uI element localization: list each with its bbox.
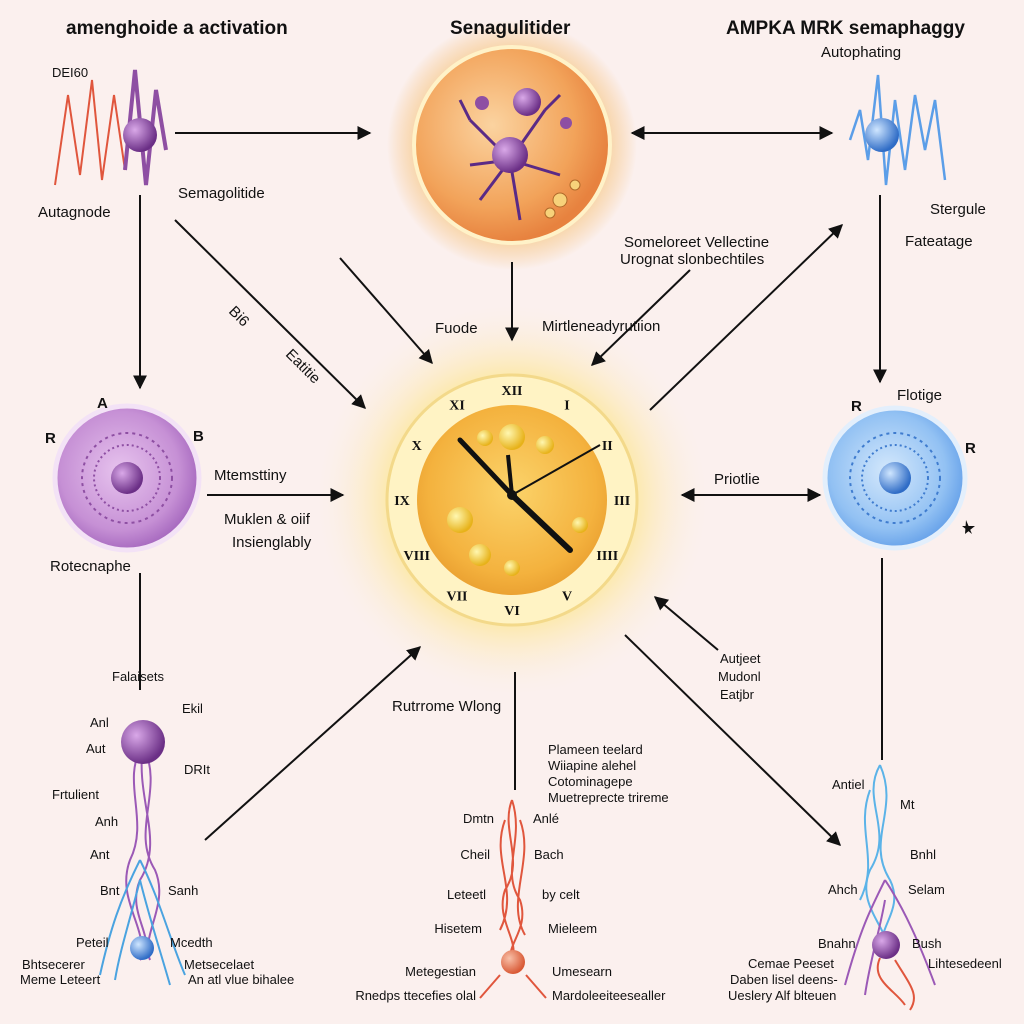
bottom-right-neuron [844, 764, 936, 1011]
bl-right-6: An atl vlue bihalee [188, 972, 295, 987]
br-right-3: Selam [908, 882, 945, 897]
arrows [133, 126, 887, 846]
top-right-signal-icon [848, 74, 947, 186]
bottom-center-title: Rutrrome Wlong [392, 698, 502, 715]
clock-numeral: VIII [403, 549, 429, 564]
bc-left-5: Metegestian [405, 964, 476, 979]
bc-right-4: Mieleem [548, 921, 598, 936]
br-right-1: Mt [900, 797, 915, 812]
top-center-cell [387, 20, 637, 270]
center-mid-label: Mirtleneadyrutiion [542, 318, 661, 335]
right-cell [822, 405, 968, 551]
bl-left-7: Bhtsecerer [22, 957, 85, 972]
bc-right-1: Anlé [533, 811, 560, 826]
bl-right-5: Metsecelaet [184, 957, 255, 972]
left-arrow-line-1: Mtemsttiny [214, 467, 287, 484]
top-left-signal-icon [54, 69, 168, 186]
star-mark-icon [962, 520, 975, 534]
bc-left-6: Rnedps ttecefies olal [355, 988, 476, 1003]
bottom-center-neuron [479, 799, 547, 999]
lower-right-note-3: Eatjbr [720, 687, 754, 702]
clock-numeral: XI [449, 399, 465, 414]
bl-left-4: Ant [90, 847, 110, 862]
bottom-center-note-1: Plameen teelard [548, 742, 643, 757]
bottom-left-side: Frtulient [52, 787, 99, 802]
top-left-arrow-label: Semagolitide [178, 185, 265, 202]
title-center: Senagulitider [450, 18, 571, 39]
right-cell-mark-a: R [851, 398, 862, 415]
clock-numeral: III [614, 494, 630, 509]
clock-numeral: XII [501, 384, 522, 399]
bc-right-2: Bach [534, 847, 564, 862]
title-right-sub: Autophating [821, 44, 902, 61]
bl-right-4: Mcedth [170, 935, 213, 950]
right-cell-name: Flotige [897, 387, 943, 404]
top-right-note-2: Urognat slonbechtiles [620, 251, 765, 268]
clock-numeral: IIII [596, 549, 618, 564]
bc-left-1: Dmtn [462, 811, 494, 826]
right-cell-mark-b: R [965, 440, 976, 457]
br-left-1: Antiel [832, 777, 865, 792]
bl-left-5: Bnt [100, 883, 120, 898]
right-arrow-label: Priotlie [714, 471, 760, 488]
br-right-5: Lihtesedeenl [928, 956, 1002, 971]
title-left: amenghoide a activation [66, 18, 288, 39]
br-right-2: Bnhl [910, 847, 937, 862]
bottom-center-note-3: Cotominagepe [548, 774, 633, 789]
lower-right-note-2: Mudonl [718, 669, 761, 684]
bl-right-3: Sanh [168, 883, 199, 898]
bc-right-6: Mardoleeiteesealler [552, 988, 666, 1003]
bl-right-1: Ekil [182, 701, 203, 716]
bottom-left-neuron [99, 720, 186, 986]
top-left-tag: DEI60 [52, 65, 89, 80]
left-cell-mark-b: R [45, 430, 56, 447]
lower-right-note-1: Autjeet [720, 651, 761, 666]
br-left-2: Ahch [828, 882, 858, 897]
bl-left-1: Anl [90, 715, 109, 730]
left-cell-name: Rotecnaphe [50, 558, 131, 575]
bottom-center-note-4: Muetreprecte trireme [548, 790, 669, 805]
left-arrow-line-2: Muklen & oiif [224, 511, 310, 528]
clock-numeral: VII [446, 589, 467, 604]
left-arrow-line-3: Insienglably [232, 534, 312, 551]
clock-numeral: IX [394, 494, 410, 509]
bl-right-2: DRIt [184, 762, 210, 777]
center-down-label: Fuode [435, 320, 478, 337]
br-left-5: Daben lisel deens- [730, 972, 838, 987]
clock-numeral: I [564, 399, 569, 414]
br-left-3: Bnahn [818, 936, 856, 951]
left-cell-mark-c: B [193, 428, 204, 445]
top-right-note-1: Someloreet Vellectine [624, 234, 770, 251]
br-left-4: Cemae Peeset [748, 956, 834, 971]
bl-left-2: Aut [86, 741, 106, 756]
bc-right-3: by celt [542, 887, 580, 902]
top-right-side-a: Stergule [930, 201, 986, 218]
bl-left-6: Peteil [76, 935, 109, 950]
top-right-side-b: Fateatage [905, 233, 973, 250]
clock-numeral: X [412, 439, 422, 454]
bc-right-5: Umesearn [552, 964, 612, 979]
bc-left-3: Leteetl [446, 887, 486, 902]
clock-numeral: VI [504, 604, 520, 619]
clock-numeral: II [602, 439, 613, 454]
bl-left-8: Meme Leteert [20, 972, 101, 987]
top-left-name: Autagnode [38, 204, 111, 221]
bc-left-4: Hisetem [434, 921, 482, 936]
left-cell [52, 403, 202, 553]
br-left-6: Ueslery Alf blteuen [728, 988, 837, 1003]
left-cell-mark-a: A [97, 395, 108, 412]
bc-left-2: Cheil [460, 847, 490, 862]
bottom-left-title: Falaisets [112, 669, 165, 684]
clock-numeral: V [562, 589, 572, 604]
br-right-4: Bush [912, 936, 942, 951]
bottom-center-note-2: Wiiapine alehel [548, 758, 637, 773]
title-right: AMPKA MRK semaphaggy [726, 18, 965, 39]
bl-left-3: Anh [95, 814, 119, 829]
